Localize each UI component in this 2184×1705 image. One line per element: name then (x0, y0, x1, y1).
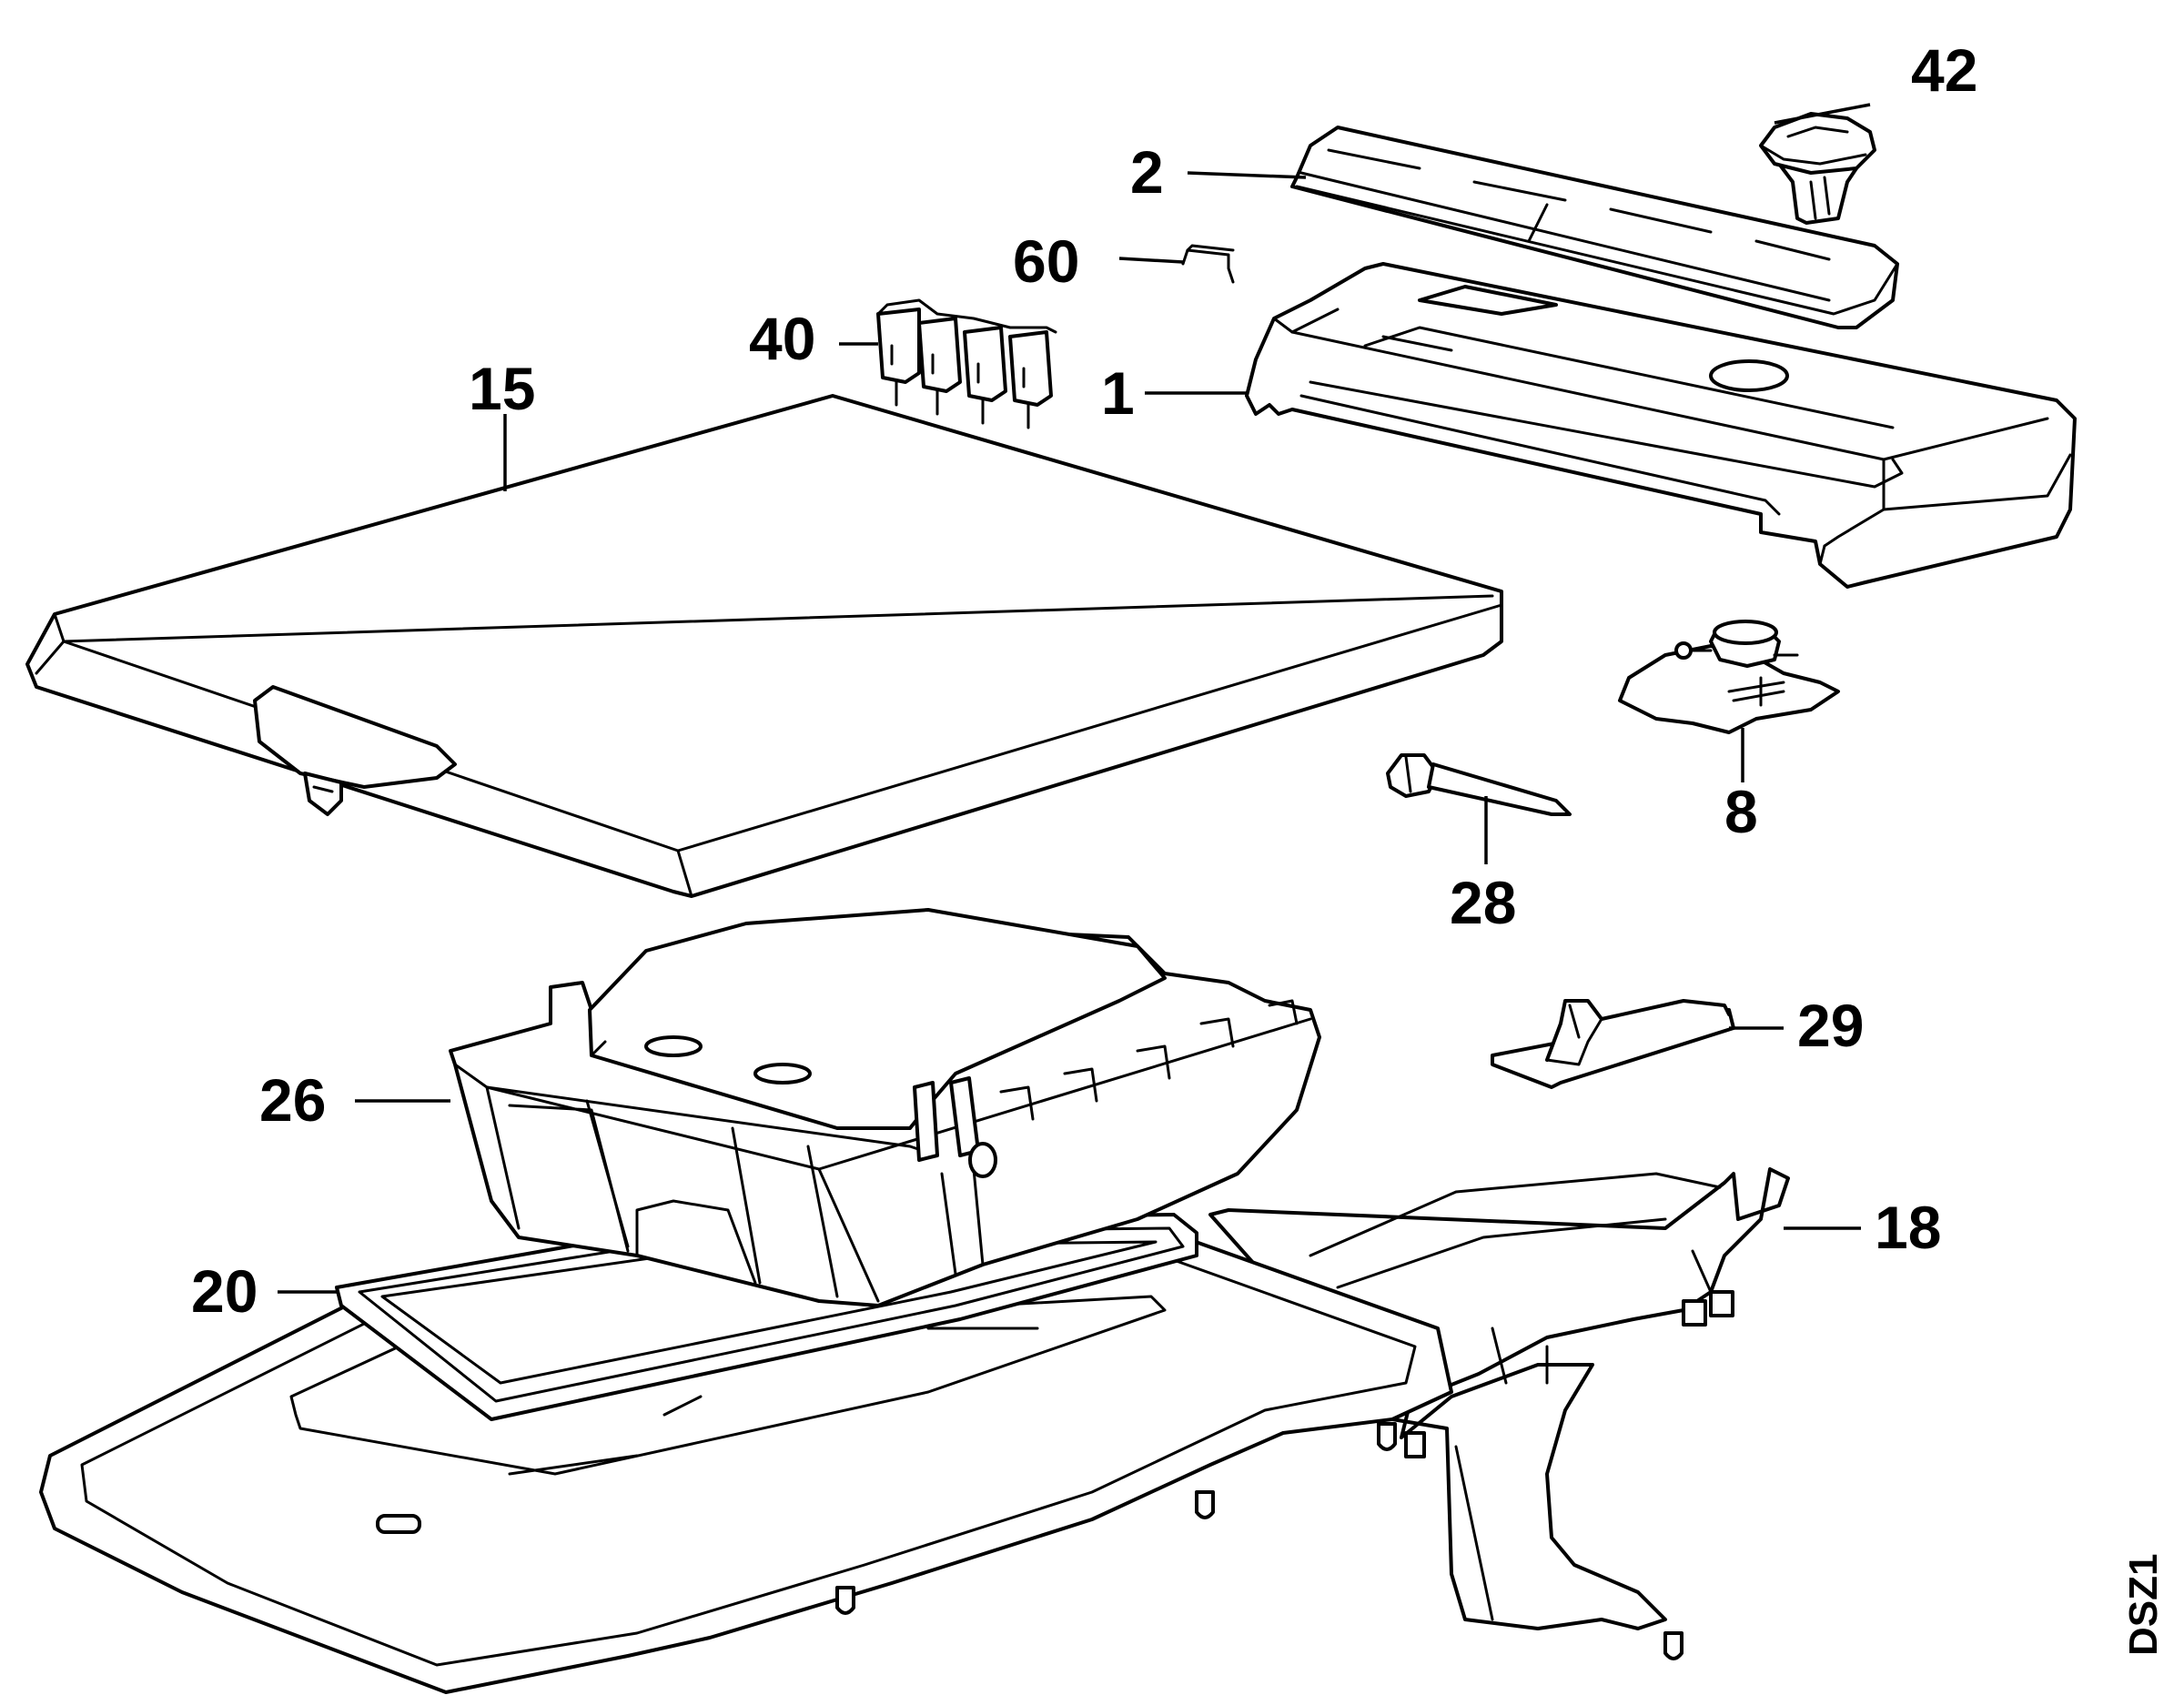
label-28: 28 (1450, 869, 1516, 936)
label-1: 1 (1101, 359, 1135, 427)
label-20: 20 (191, 1257, 258, 1325)
label-60: 60 (1013, 227, 1079, 295)
leader-lines (278, 103, 1871, 1294)
label-2: 2 (1130, 138, 1164, 206)
part-1-control-panel (1245, 262, 2077, 589)
part-2-trim-strip (1290, 126, 1899, 329)
part-15-top-lid (25, 394, 1503, 898)
part-28-pin (1386, 753, 1572, 816)
callout-labels: 2 42 60 40 1 15 8 28 29 26 20 18 (191, 36, 1977, 1325)
label-18: 18 (1875, 1194, 1941, 1261)
part-42-knob (1759, 112, 1876, 225)
diagram-code: DSZ1 (2121, 1554, 2166, 1656)
part-60-clip (1181, 244, 1235, 284)
label-26: 26 (259, 1066, 326, 1134)
part-26-detergent-drawer (449, 908, 1321, 1307)
part-29-slide-piece (1491, 999, 1735, 1089)
label-42: 42 (1911, 36, 1977, 104)
part-18-side-frame (1208, 1167, 1790, 1630)
label-15: 15 (469, 355, 535, 422)
part-8-valve-plate (1618, 620, 1840, 734)
label-8: 8 (1724, 778, 1758, 845)
part-40-switch-block (876, 298, 1057, 429)
label-29: 29 (1797, 992, 1864, 1059)
label-40: 40 (749, 305, 815, 372)
